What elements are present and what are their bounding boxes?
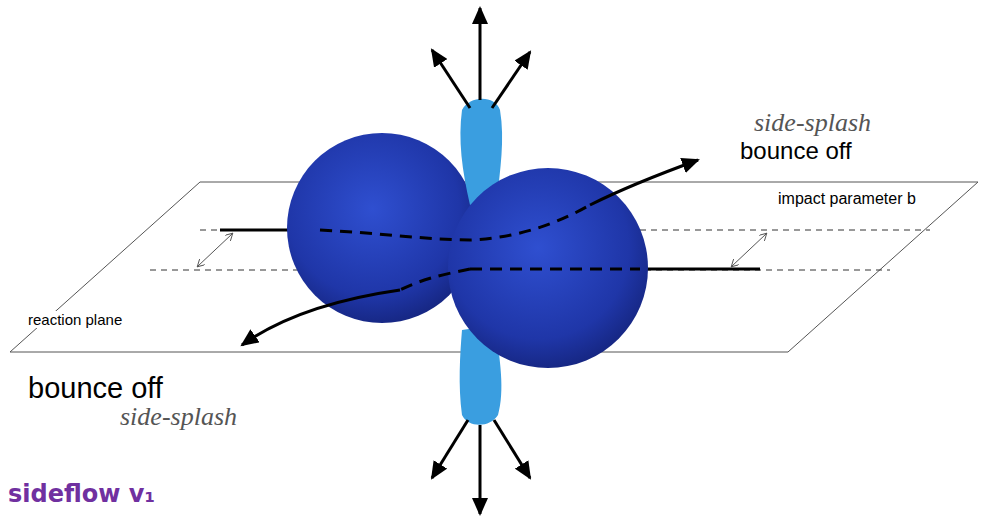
parameter-label: impact parameter b xyxy=(776,190,918,208)
flow-type-label: side-splash xyxy=(752,108,873,138)
nucleus xyxy=(287,133,477,323)
flow-label: bounce off xyxy=(738,137,854,165)
plane-label: reaction plane xyxy=(26,311,124,328)
nucleus xyxy=(448,168,648,368)
flow-label: bounce off xyxy=(26,372,165,405)
figure-title: sideflow v₁ xyxy=(6,480,157,508)
flow-type-label: side-splash xyxy=(118,402,239,432)
